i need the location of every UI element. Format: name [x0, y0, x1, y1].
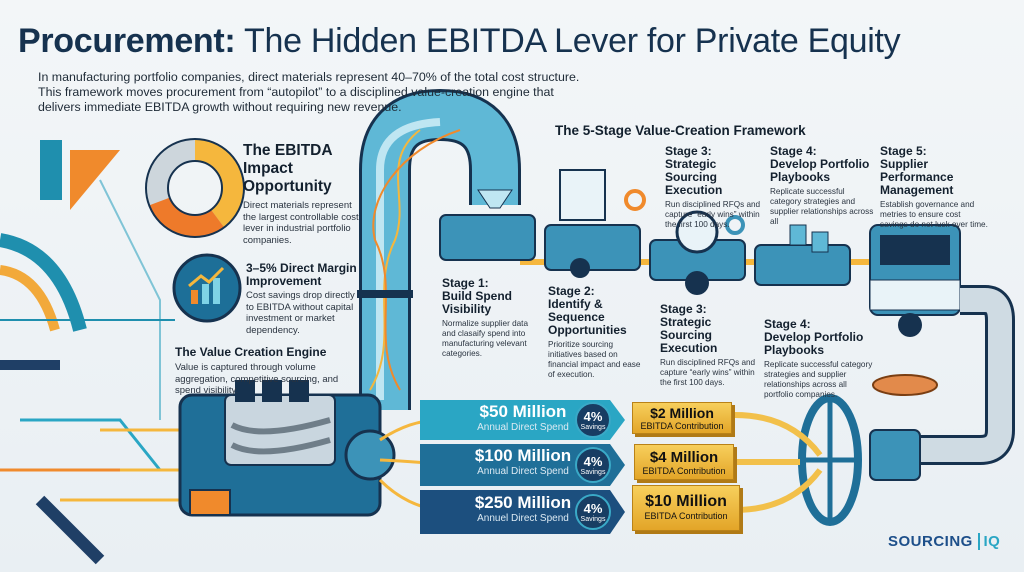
- stage-label: Stage 2:: [548, 284, 595, 298]
- impact-title: The EBITDA Impact Opportunity: [243, 142, 332, 195]
- stage-label: Stage 1:: [442, 276, 489, 290]
- engine-title: The Value Creation Engine: [175, 345, 327, 359]
- stage-name: Develop Portfolio Playbooks: [770, 157, 870, 184]
- stage-2: Stage 2: Identify & Sequence Opportuniti…: [548, 285, 648, 380]
- stage-name: Identify & Sequence Opportunities: [548, 297, 627, 337]
- stage-name: Supplier Performance Management: [880, 157, 954, 197]
- savings-badge: 4%Savings: [575, 402, 611, 438]
- stage-desc: Replicate successful category strategies…: [764, 360, 873, 399]
- stage-desc: Run disciplined RFQs and capture “early …: [665, 200, 761, 229]
- decorative-shapes: [0, 140, 175, 565]
- margin-section: 3–5% Direct Margin Improvement Cost savi…: [246, 262, 361, 336]
- ebitda-value: $10 Million: [645, 493, 727, 510]
- pipe: [357, 88, 521, 410]
- engine-desc: Value is captured through volume aggrega…: [175, 362, 339, 396]
- stage-desc: Normalize supplier data and clasaify spe…: [442, 319, 529, 358]
- stage-label: Stage 3:: [665, 144, 712, 158]
- impact-section: The EBITDA Impact Opportunity Direct mat…: [243, 142, 363, 246]
- growth-chart-icon: [172, 253, 242, 323]
- spend-value: $100 Million: [474, 446, 572, 465]
- top-stage-3: Stage 3: Strategic Sourcing Execution Ru…: [665, 145, 765, 230]
- stage-desc: Run disciplined RFQs and capture “early …: [660, 358, 756, 387]
- savings-badge: 4%Savings: [575, 494, 611, 530]
- ebitda-label: EBITDA Contribution: [644, 511, 728, 521]
- spend-label: Annuel Direct Spend: [477, 513, 569, 524]
- stage-desc: Establish governance and metries to ensu…: [880, 200, 988, 229]
- margin-title: 3–5% Direct Margin Improvement: [246, 261, 357, 288]
- valve: [798, 285, 1015, 526]
- stage-label: Stage 3:: [660, 302, 707, 316]
- stage-machines: [439, 169, 961, 337]
- stage-name: Strategic Sourcing Execution: [665, 157, 723, 197]
- stage-desc: Replicate successful category strategies…: [770, 187, 874, 226]
- donut-chart-icon: [145, 138, 245, 238]
- stage-name: Develop Portfolio Playbooks: [764, 330, 864, 357]
- top-stage-5: Stage 5: Supplier Performance Management…: [880, 145, 990, 230]
- spend-label: Annual Direct Spend: [477, 466, 569, 477]
- spend-arrows: [420, 400, 625, 534]
- savings-badge: 4%Savings: [575, 447, 611, 483]
- margin-desc: Cost savings drop directly to EBITDA wit…: [246, 290, 355, 336]
- ebitda-value: $4 Million: [649, 449, 719, 466]
- stage-label: Stage 4:: [764, 317, 811, 331]
- page-title: Procurement: The Hidden EBITDA Lever for…: [18, 22, 901, 60]
- ebitda-label: EBITDA Contribution: [642, 466, 726, 476]
- value-creation-engine: [60, 380, 396, 517]
- intro-text: In manufacturing portfolio companies, di…: [38, 70, 580, 114]
- spend-value: $250 Million: [474, 493, 572, 512]
- spend-value: $50 Million: [479, 402, 567, 421]
- impact-desc: Direct materials represent the largest c…: [243, 200, 359, 246]
- stage-3: Stage 3: Strategic Sourcing Execution Ru…: [660, 303, 760, 388]
- stage-name: Build Spend Visibility: [442, 289, 512, 316]
- top-stage-4: Stage 4: Develop Portfolio Playbooks Rep…: [770, 145, 875, 227]
- stage-label: Stage 4:: [770, 144, 817, 158]
- ebitda-label: EBITDA Contribution: [640, 421, 724, 431]
- stage-desc: Prioritize sourcing initiatives based on…: [548, 340, 641, 379]
- spend-label: Annual Direct Spend: [477, 422, 569, 433]
- ebitda-value: $2 Million: [650, 405, 714, 421]
- engine-section: The Value Creation Engine Value is captu…: [175, 345, 360, 397]
- stage-4: Stage 4: Develop Portfolio Playbooks Rep…: [764, 318, 874, 400]
- framework-title: The 5-Stage Value-Creation Framework: [555, 123, 806, 138]
- stage-label: Stage 5:: [880, 144, 927, 158]
- stage-1: Stage 1: Build Spend Visibility Normaliz…: [442, 277, 542, 359]
- stage-name: Strategic Sourcing Execution: [660, 315, 718, 355]
- sourcing-iq-logo: SOURCING IQ: [888, 533, 1001, 550]
